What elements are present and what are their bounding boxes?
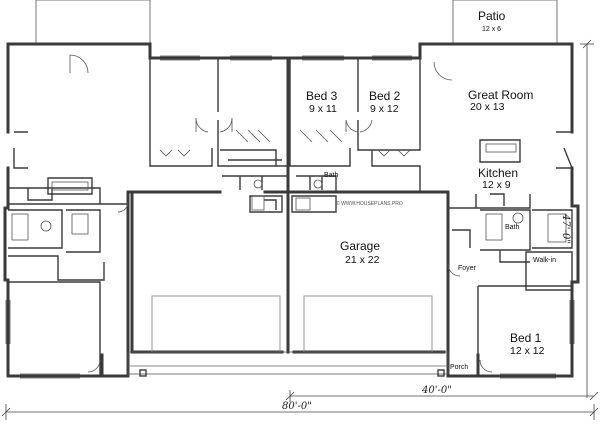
great-room-label: Great Room: [468, 88, 534, 102]
bed3-size: 9 x 11: [309, 103, 337, 115]
total-width-dimension: 80'-0": [282, 401, 312, 412]
window-marks: [5, 55, 575, 379]
right-unit-interior-walls: [289, 58, 574, 376]
left-bedroom-walls: [69, 54, 290, 373]
dimension-lines: [1, 39, 599, 420]
left-unit-interior-walls: [8, 131, 129, 376]
garage-apron: [127, 351, 449, 375]
kitchen-label: Kitchen: [478, 166, 519, 180]
right-porch-post: [437, 369, 445, 377]
walk-in-label: Walk-in: [533, 257, 557, 264]
bath-lower-label: Bath: [505, 224, 520, 231]
left-garage-door-outline: [151, 295, 281, 353]
depth-dimension: 47'-0": [560, 214, 571, 244]
plumbing-fixtures: [11, 143, 567, 243]
garage-label: Garage: [340, 239, 381, 253]
bed2-size: 9 x 12: [370, 103, 399, 115]
bed1-label: Bed 1: [510, 331, 542, 345]
bath-upper-label: Bath: [324, 172, 339, 179]
garage-size: 21 x 22: [345, 254, 380, 266]
bed1-size: 12 x 12: [510, 345, 545, 357]
watermark: © WWW.HOUSEPLANS.PRO: [336, 201, 403, 207]
left-unit-exterior-walls: [3, 42, 290, 378]
left-porch-post: [139, 369, 147, 377]
patio-label: Patio: [478, 9, 506, 23]
left-patio-slab: [35, 0, 151, 45]
bed3-label: Bed 3: [306, 89, 338, 103]
patio-size: 12 x 6: [482, 26, 502, 33]
foyer-label: Foyer: [458, 265, 476, 272]
great-room-size: 20 x 13: [470, 101, 505, 113]
right-garage-door-outline: [303, 295, 433, 353]
bed2-label: Bed 2: [369, 89, 401, 103]
kitchen-size: 12 x 9: [482, 179, 511, 191]
unit-width-dimension: 40'-0": [422, 385, 452, 396]
porch-label: Porch: [450, 364, 469, 371]
